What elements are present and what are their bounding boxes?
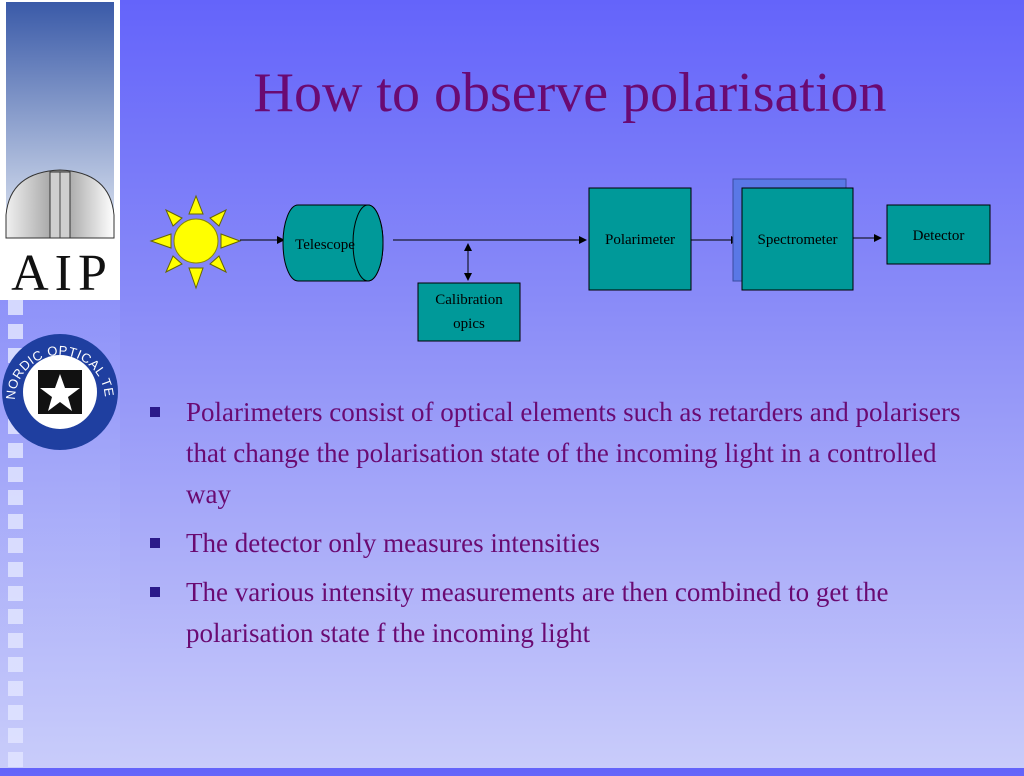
polarimeter-label: Polarimeter [605, 232, 675, 248]
bullet-item: The detector only measures intensities [148, 523, 988, 564]
bullet-item: The various intensity measurements are t… [148, 572, 988, 654]
detector-label: Detector [912, 228, 965, 244]
sun-icon [149, 194, 242, 290]
aip-logo-text: AIP [11, 245, 113, 302]
calibration-block [417, 282, 521, 342]
calibration-label-line1: Calibration [435, 292, 503, 308]
bullet-square-icon [150, 538, 160, 548]
calibration-label-line2: opics [453, 316, 485, 332]
bullet-item: Polarimeters consist of optical elements… [148, 392, 988, 515]
spectrometer-block [741, 187, 854, 291]
bullet-text: The detector only measures intensities [186, 528, 600, 558]
spectrometer-label: Spectrometer [757, 232, 838, 248]
telescope-block [282, 204, 384, 282]
bullet-text: Polarimeters consist of optical elements… [186, 397, 961, 509]
polarisation-diagram [149, 178, 991, 342]
aip-logo: AIP [0, 0, 120, 302]
page-title: How to observe polarisation [253, 62, 887, 124]
detector-block [886, 204, 991, 265]
polarimeter-block [588, 187, 692, 291]
bullet-list: Polarimeters consist of optical elements… [148, 392, 988, 662]
bullet-square-icon [150, 407, 160, 417]
bullet-square-icon [150, 587, 160, 597]
telescope-label: Telescope [295, 237, 355, 253]
bullet-text: The various intensity measurements are t… [186, 577, 889, 648]
nordic-optical-telescope-logo: NORDIC OPTICAL TELESCOPE [0, 330, 118, 450]
